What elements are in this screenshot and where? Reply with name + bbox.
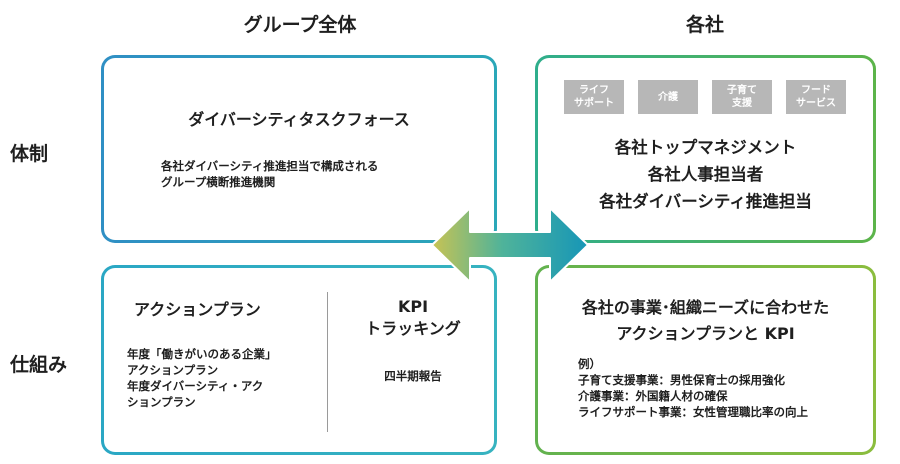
task-force-desc-line1: 各社ダイバーシティ推進担当で構成される [161,159,379,173]
column-header-companies: 各社 [685,14,724,36]
panel-group-mechanism: アクションプラン 年度「働きがいのある企業」 アクションプラン 年度ダイバーシテ… [101,265,497,455]
company-mechanism-title-line2: アクションプランと KPI [616,324,795,343]
task-force-desc-line2: グループ横断推進機関 [161,175,276,189]
company-structure-lines: 各社トップマネジメント 各社人事担当者 各社ダイバーシティ推進担当 [538,134,873,215]
row-header-mechanism: 仕組み [10,354,68,376]
panel-group-structure: ダイバーシティタスクフォース 各社ダイバーシティ推進担当で構成される グループ横… [101,55,497,243]
company-structure-line: 各社トップマネジメント [614,138,797,157]
example-label: 例） [578,357,601,371]
action-plan-title: アクションプラン [134,300,261,319]
business-tag: 子育て支援 [712,80,772,114]
divider [327,292,328,432]
action-plan-line: ションプラン [127,395,196,409]
company-structure-line: 各社ダイバーシティ推進担当 [599,192,812,211]
task-force-desc: 各社ダイバーシティ推進担当で構成される グループ横断推進機関 [161,158,378,190]
row-header-structure: 体制 [10,143,49,165]
kpi-tracking-desc: 四半期報告 [384,369,442,383]
kpi-tracking-title: KPI トラッキング [332,296,494,340]
business-tag-line1: 介護 [658,91,678,103]
action-plan-line: 年度「働きがいのある企業」 [127,347,277,361]
business-tag-line2: サービス [796,98,836,109]
business-tag-line1: 子育て [727,85,757,96]
column-header-group: グループ全体 [243,14,357,36]
panel-company-mechanism: 各社の事業･組織ニーズに合わせた アクションプランと KPI 例） 子育て支援事… [535,265,876,455]
example-line: 介護事業：外国籍人材の確保 [578,389,728,403]
business-tag: ライフサポート [564,80,624,114]
business-tag-line1: フード [801,85,831,96]
task-force-title: ダイバーシティタスクフォース [188,110,410,129]
action-plan-desc: 年度「働きがいのある企業」 アクションプラン 年度ダイバーシティ・アク ションプ… [127,346,277,410]
action-plan-line: 年度ダイバーシティ・アク [127,379,264,393]
business-tag-line2: サポート [574,98,614,109]
kpi-title-line2: トラッキング [365,319,461,338]
example-line: 子育て支援事業：男性保育士の採用強化 [578,373,785,387]
example-line: ライフサポート事業：女性管理職比率の向上 [578,405,808,419]
company-mechanism-title: 各社の事業･組織ニーズに合わせた アクションプランと KPI [538,295,873,347]
kpi-title-line1: KPI [397,297,429,316]
company-mechanism-examples: 例） 子育て支援事業：男性保育士の採用強化 介護事業：外国籍人材の確保 ライフサ… [578,356,808,420]
business-tag-line2: 支援 [732,98,752,109]
business-tag-line1: ライフ [579,85,609,96]
panel-company-structure: ライフサポート 介護 子育て支援 フードサービス 各社トップマネジメント 各社人… [535,55,876,243]
action-plan-line: アクションプラン [127,363,219,377]
business-tag: フードサービス [786,80,846,114]
company-mechanism-title-line1: 各社の事業･組織ニーズに合わせた [581,298,830,317]
company-structure-line: 各社人事担当者 [647,165,764,184]
double-arrow-icon [431,207,589,283]
business-tag: 介護 [638,80,698,114]
